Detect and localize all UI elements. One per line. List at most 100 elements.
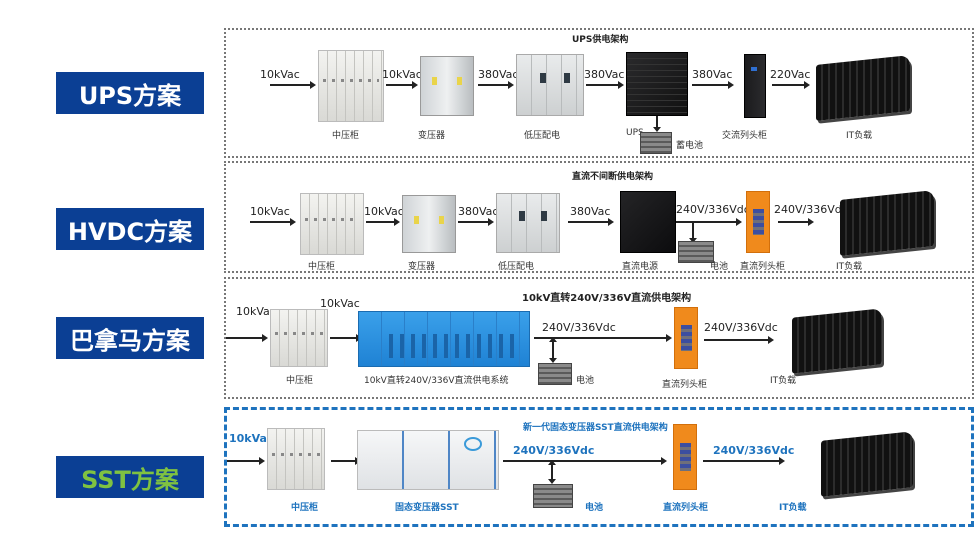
voltage-label: 380Vac (570, 205, 611, 218)
it-load-icon (840, 190, 934, 256)
equipment-caption: 中压柜 (332, 131, 360, 141)
voltage-label: 240V/336Vdc (704, 321, 778, 334)
voltage-label: 380Vac (478, 68, 519, 81)
battery-link (548, 460, 556, 484)
mv-cabinet-icon (267, 428, 325, 490)
dc-column-cabinet-icon (746, 191, 770, 253)
flow-arrow (226, 334, 268, 342)
battery-icon (640, 132, 672, 154)
flow-arrow (331, 457, 361, 465)
voltage-label: 10kVac (382, 68, 422, 81)
voltage-label: 220Vac (770, 68, 811, 81)
equipment-caption: 变压器 (418, 131, 446, 141)
scheme-label-ups: UPS方案 (56, 72, 204, 114)
flow-arrow (250, 218, 296, 226)
equipment-caption: 直流列头柜 (662, 380, 708, 390)
voltage-label: 240V/336Vdc (676, 203, 750, 216)
equipment-caption: 电池 (576, 376, 595, 386)
equipment-caption: 中压柜 (286, 376, 314, 386)
flow-arrow (458, 218, 494, 226)
equipment-caption: UPS (626, 128, 644, 138)
mv-cabinet-icon (318, 50, 384, 122)
flow-arrow (503, 457, 667, 465)
battery-icon (538, 363, 572, 385)
mv-cabinet-icon (300, 193, 364, 255)
panama-architecture-panel: 10kV直转240V/336V直流供电架构 10kVac 中压柜 10kVac … (224, 277, 974, 399)
it-load-icon (792, 308, 882, 374)
mv-cabinet-icon (270, 309, 328, 367)
equipment-caption: 变压器 (408, 262, 436, 272)
panel-title: 10kV直转240V/336V直流供电架构 (522, 293, 692, 304)
equipment-caption: IT负载 (836, 262, 863, 272)
solid-state-transformer-icon (357, 430, 499, 490)
voltage-label: 10kVac (250, 205, 290, 218)
dc-column-cabinet-icon (674, 307, 698, 369)
ups-architecture-panel: UPS供电架构 10kVac 中压柜 10kVac 变压器 380Vac 低压配… (224, 28, 974, 158)
panel-title: 新一代固态变压器SST直流供电架构 (523, 423, 668, 433)
flow-arrow (586, 81, 624, 89)
equipment-caption: 直流列头柜 (663, 503, 709, 513)
equipment-caption: 电池 (585, 503, 604, 513)
equipment-caption: IT负载 (779, 503, 807, 513)
equipment-caption: 直流电源 (622, 262, 659, 272)
voltage-label: 380Vac (692, 68, 733, 81)
equipment-caption: 电池 (710, 262, 729, 272)
panel-title: 直流不间断供电架构 (572, 172, 654, 182)
flow-arrow (676, 218, 742, 226)
voltage-label: 10kVac (229, 432, 274, 445)
ac-column-cabinet-icon (744, 54, 766, 118)
flow-arrow (366, 218, 400, 226)
transformer-icon (420, 56, 474, 116)
ups-icon (626, 52, 688, 116)
flow-arrow (227, 457, 265, 465)
voltage-label: 10kVac (236, 305, 276, 318)
dc-power-system-icon (358, 311, 530, 367)
flow-arrow (778, 218, 814, 226)
flow-arrow (568, 218, 614, 226)
battery-link (653, 116, 661, 132)
equipment-caption: 固态变压器SST (395, 503, 459, 513)
dc-power-supply-icon (620, 191, 676, 253)
equipment-caption: 10kV直转240V/336V直流供电系统 (364, 376, 509, 386)
voltage-label: 380Vac (584, 68, 625, 81)
flow-arrow (704, 336, 774, 344)
flow-arrow (386, 81, 418, 89)
equipment-caption: 直流列头柜 (740, 262, 786, 272)
transformer-icon (402, 195, 456, 253)
equipment-caption: IT负载 (846, 131, 873, 141)
voltage-label: 240V/336Vdc (713, 444, 795, 457)
equipment-caption: IT负载 (770, 376, 797, 386)
voltage-label: 10kVac (260, 68, 300, 81)
flow-arrow (478, 81, 514, 89)
flow-arrow (270, 81, 316, 89)
flow-arrow (534, 334, 672, 342)
equipment-caption: 蓄电池 (676, 141, 704, 151)
it-load-icon (821, 431, 913, 497)
voltage-label: 10kVac (320, 297, 360, 310)
dc-column-cabinet-icon (673, 424, 697, 490)
scheme-label-hvdc: HVDC方案 (56, 208, 204, 250)
flow-arrow (692, 81, 734, 89)
flow-arrow (703, 457, 785, 465)
it-load-icon (816, 55, 910, 121)
battery-icon (678, 241, 714, 263)
battery-link (549, 337, 557, 363)
equipment-caption: 交流列头柜 (722, 131, 768, 141)
equipment-caption: 中压柜 (291, 503, 319, 513)
equipment-caption: 中压柜 (308, 262, 336, 272)
voltage-label: 240V/336Vdc (774, 203, 848, 216)
voltage-label: 240V/336Vdc (513, 444, 595, 457)
equipment-caption: 低压配电 (498, 262, 535, 272)
panel-title: UPS供电架构 (572, 35, 629, 45)
flow-arrow (772, 81, 810, 89)
voltage-label: 380Vac (458, 205, 499, 218)
battery-link (689, 223, 697, 243)
scheme-label-panama: 巴拿马方案 (56, 317, 204, 359)
lv-distribution-icon (496, 193, 560, 253)
equipment-caption: 低压配电 (524, 131, 561, 141)
sst-architecture-panel: 新一代固态变压器SST直流供电架构 10kVac 中压柜 固态变压器SST 24… (224, 407, 974, 527)
battery-icon (533, 484, 573, 508)
scheme-label-sst: SST方案 (56, 456, 204, 498)
voltage-label: 10kVac (364, 205, 404, 218)
flow-arrow (330, 334, 362, 342)
